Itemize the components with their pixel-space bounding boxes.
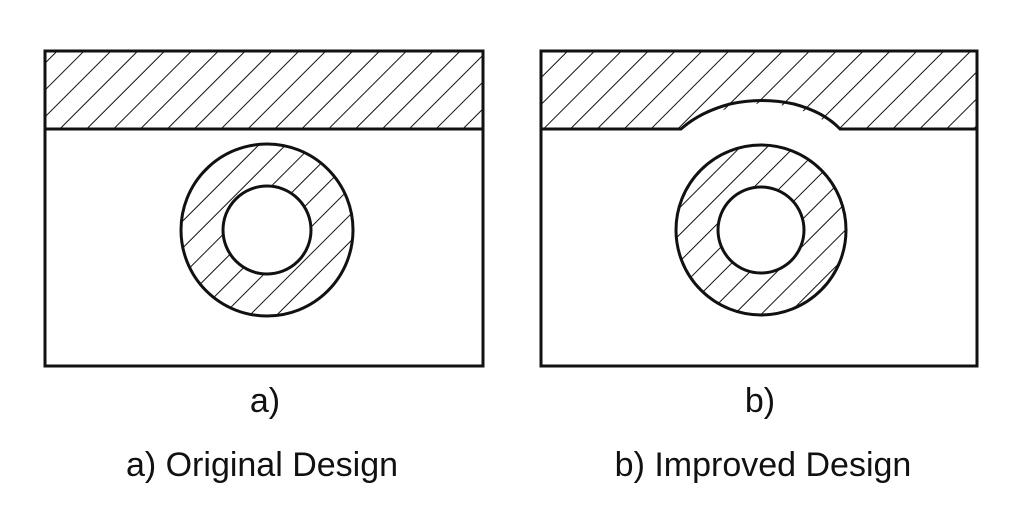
panel-b-outer-circle [674,143,848,317]
panel-a-inner-hole [221,184,313,276]
panel-a-caption: a) Original Design [125,446,399,484]
panel-a-top-plate [45,51,483,129]
panel-b-top-plate [541,51,977,129]
panel-b-relief-arc [541,99,977,131]
panel-b-caption: b) Improved Design [614,446,912,484]
panel-b-frame [539,49,979,368]
panel-a-frame [43,49,485,368]
panel-b-inner-hole [716,185,806,275]
panel-b-sub-label: b) [744,382,776,420]
panel-a-sub-label: a) [249,382,281,420]
panel-a-hatched-ring [180,143,354,317]
panel-b-hatched-ring [675,144,846,316]
panel-b-improved [539,49,979,368]
panel-a-outer-circle [179,142,355,318]
panel-a-original [43,49,485,368]
